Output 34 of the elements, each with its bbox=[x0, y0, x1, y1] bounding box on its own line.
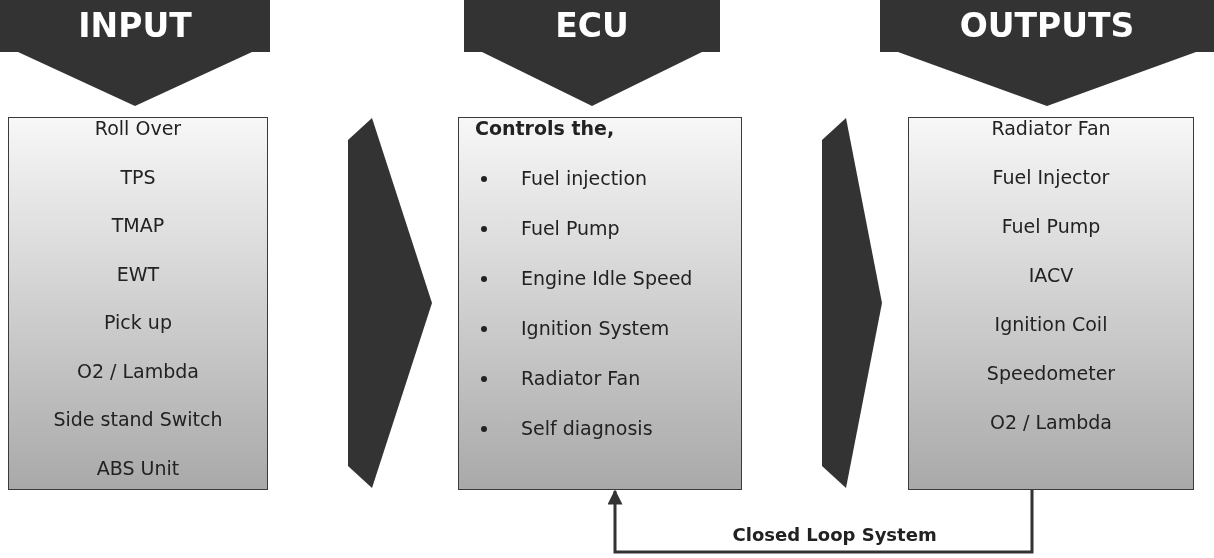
list-item: Pick up bbox=[103, 310, 173, 334]
process-box bbox=[8, 117, 268, 490]
list-item: O2 / Lambda bbox=[76, 358, 200, 383]
header-label: ECU bbox=[554, 5, 630, 47]
header-label: OUTPUTS bbox=[958, 5, 1136, 47]
process-box bbox=[908, 117, 1194, 490]
list-item: IACV bbox=[1027, 263, 1075, 287]
list-item: O2 / Lambda bbox=[989, 410, 1113, 434]
down-arrow-header bbox=[0, 0, 270, 106]
header-label: INPUT bbox=[77, 5, 193, 47]
arrow bbox=[607, 489, 1034, 554]
list-item: EWT bbox=[115, 261, 161, 286]
process-box bbox=[458, 117, 742, 490]
down-arrow-header bbox=[880, 0, 1214, 106]
list-item: Ignition System bbox=[521, 316, 670, 340]
list-item: Radiator Fan bbox=[990, 116, 1112, 140]
list-item: Engine Idle Speed bbox=[521, 266, 693, 290]
list-item: Self diagnosis bbox=[521, 416, 653, 440]
list-item: Ignition Coil bbox=[993, 312, 1109, 336]
list-item: TMAP bbox=[110, 213, 166, 237]
list-item: Speedometer bbox=[985, 361, 1117, 385]
list-item: Roll Over bbox=[93, 116, 183, 140]
chevron-arrow bbox=[348, 118, 432, 488]
list-item: Radiator Fan bbox=[521, 366, 641, 390]
list-item: Fuel Injector bbox=[991, 165, 1111, 189]
list-item: Fuel Pump bbox=[521, 216, 620, 240]
list-item: Fuel Pump bbox=[1000, 214, 1102, 238]
list-item: ABS Unit bbox=[95, 455, 181, 480]
list-item: TPS bbox=[119, 164, 157, 189]
heading: Controls the, bbox=[475, 116, 615, 140]
list-item: Fuel injection bbox=[521, 166, 648, 190]
chevron-arrow bbox=[822, 118, 882, 488]
down-arrow-header bbox=[464, 0, 720, 106]
list-item: Side stand Switch bbox=[52, 407, 224, 431]
